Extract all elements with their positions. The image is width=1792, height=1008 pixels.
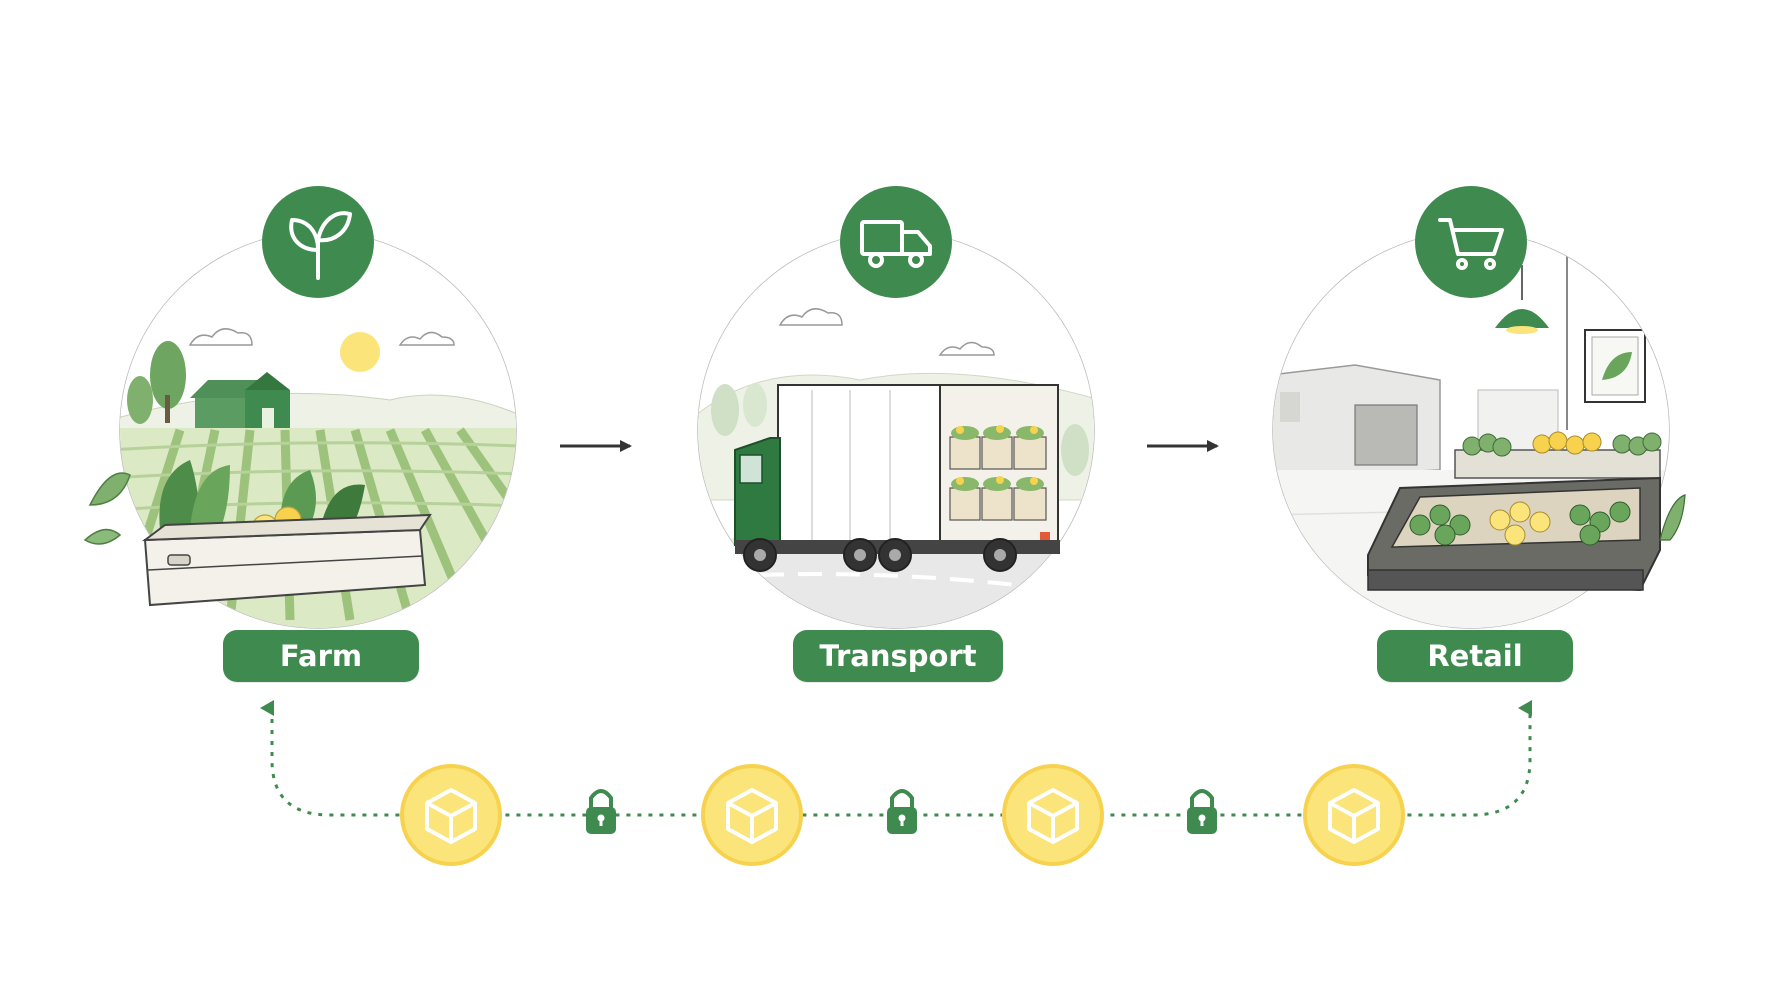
block-node [1303,764,1405,866]
truck-icon [860,220,932,268]
cube-icon [1328,788,1380,844]
cube-icon [425,788,477,844]
stage-label-farm: Farm [223,630,419,682]
barn-icon [190,372,290,430]
cube-icon [726,788,778,844]
delivery-truck [734,384,1060,572]
sprout-icon [289,211,352,280]
padlock-icon [887,789,917,834]
shopping-cart-icon [1438,218,1504,270]
padlock-icon [586,789,616,834]
cube-icon [1027,788,1079,844]
blockchain-chain [260,700,1532,866]
chain-link-line [260,700,1532,817]
stage-label-retail: Retail [1377,630,1573,682]
padlock-icon [1187,789,1217,834]
pendant-lamp [1495,309,1549,328]
farm-icon-badge [262,186,374,298]
farm-scene [83,231,517,629]
block-node [400,764,502,866]
produce-stand [1367,431,1686,592]
retail-scene [1272,231,1686,629]
block-node [1002,764,1104,866]
stage-label-transport: Transport [793,630,1003,682]
block-node [701,764,803,866]
transport-scene [697,231,1095,629]
sun-icon [340,332,380,372]
retail-icon-badge [1415,186,1527,298]
produce-crate [83,460,432,607]
transport-icon-badge [840,186,952,298]
